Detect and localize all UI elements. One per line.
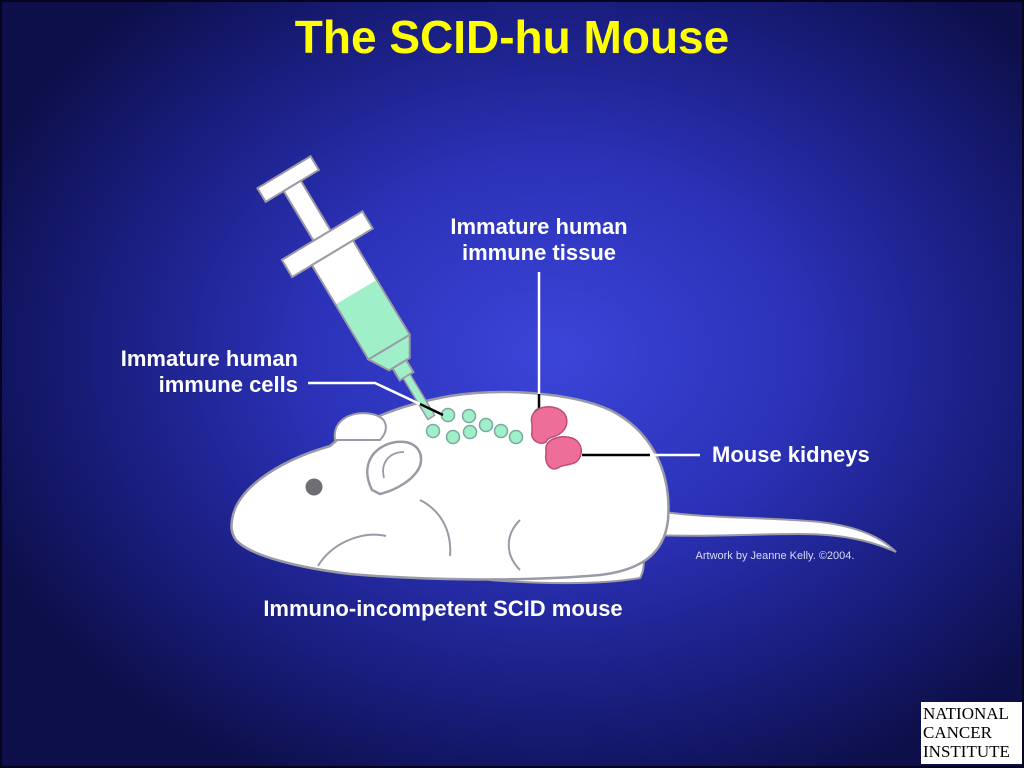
mouse-front-ear	[366, 440, 423, 496]
label-scid-mouse: Immuno-incompetent SCID mouse	[263, 596, 623, 621]
leader-line-cells	[308, 381, 442, 416]
immune-cell	[461, 408, 477, 424]
syringe-tip	[366, 332, 411, 372]
immune-cell	[508, 429, 524, 445]
syringe-fluid	[336, 280, 409, 359]
mouse-tail	[639, 506, 897, 553]
immune-cell	[493, 423, 509, 439]
immune-cell	[462, 424, 478, 440]
label-mouse-kidneys: Mouse kidneys	[712, 442, 870, 467]
mouse-eye	[305, 478, 323, 496]
logo-line-cancer: CANCER	[923, 723, 992, 742]
artwork-credit: Artwork by Jeanne Kelly. ©2004.	[695, 550, 855, 562]
immune-cell	[478, 417, 494, 433]
mouse-front-leg	[317, 533, 387, 567]
leader-line-cells-dark	[419, 402, 444, 417]
syringe	[256, 154, 436, 421]
mouse-back-ear	[333, 412, 387, 441]
label-tissue-line1: Immature human	[450, 214, 628, 239]
immune-cell	[440, 407, 456, 423]
kidney-lower	[544, 436, 582, 470]
mouse-shoulder-line	[419, 499, 452, 557]
label-cells-line2: immune cells	[158, 372, 298, 397]
immune-cell	[445, 429, 461, 445]
label-tissue-line2: immune tissue	[461, 240, 617, 265]
kidney-upper	[530, 406, 568, 444]
logo-line-institute: INSTITUTE	[923, 742, 1010, 761]
logo-line-national: NATIONAL	[923, 704, 1009, 723]
syringe-plunger-rod	[282, 179, 333, 243]
nci-logo: NATIONAL CANCER INSTITUTE	[921, 702, 1022, 764]
mouse-hip-line	[507, 519, 521, 571]
label-immature-immune-tissue: Immature human immune tissue	[408, 214, 670, 266]
slide-title: The SCID-hu Mouse	[294, 11, 730, 63]
mouse-ear-inner	[382, 451, 405, 479]
immune-cells	[425, 407, 524, 445]
label-immature-immune-cells: Immature human immune cells	[56, 346, 298, 398]
label-cells-line1: Immature human	[120, 346, 298, 371]
immune-cell	[425, 423, 441, 439]
